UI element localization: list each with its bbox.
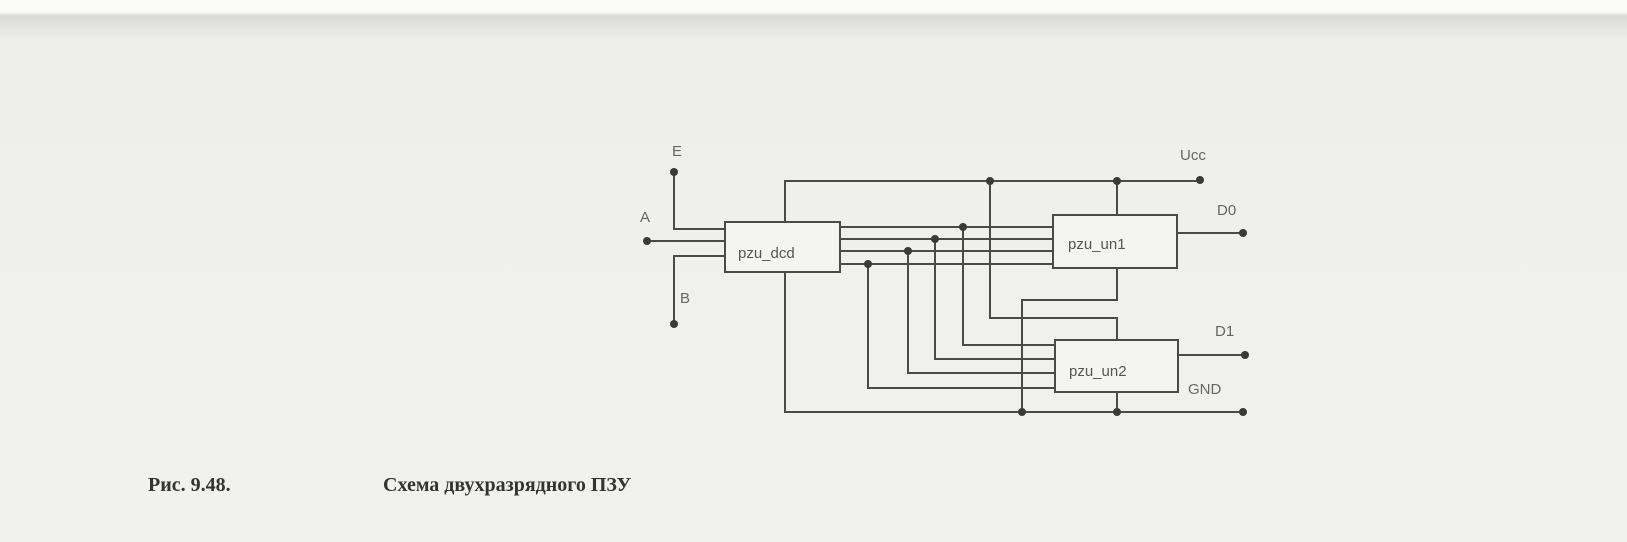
- figure-title: Схема двухразрядного ПЗУ: [383, 474, 632, 496]
- unit2-label: pzu_un2: [1069, 363, 1127, 380]
- pin-a-label: A: [640, 209, 650, 226]
- pin-ucc-label: Ucc: [1180, 147, 1206, 164]
- decoder-label: pzu_dcd: [738, 245, 795, 262]
- unit1-label: pzu_un1: [1068, 236, 1126, 253]
- unit2-block: [1054, 339, 1179, 393]
- pin-gnd-label: GND: [1188, 381, 1222, 398]
- pin-d1-label: D1: [1215, 323, 1234, 340]
- junction-dots: [643, 168, 1249, 416]
- decoder-block: [724, 221, 841, 273]
- pin-b-label: B: [680, 290, 690, 307]
- unit1-block: [1052, 214, 1178, 269]
- decoder-outputs: [840, 226, 1055, 389]
- figure-number: Рис. 9.48.: [148, 474, 231, 496]
- pin-d0-label: D0: [1217, 202, 1236, 219]
- ucc-rail: [784, 180, 1200, 340]
- pin-e-label: E: [672, 143, 682, 160]
- input-wires: [647, 172, 725, 324]
